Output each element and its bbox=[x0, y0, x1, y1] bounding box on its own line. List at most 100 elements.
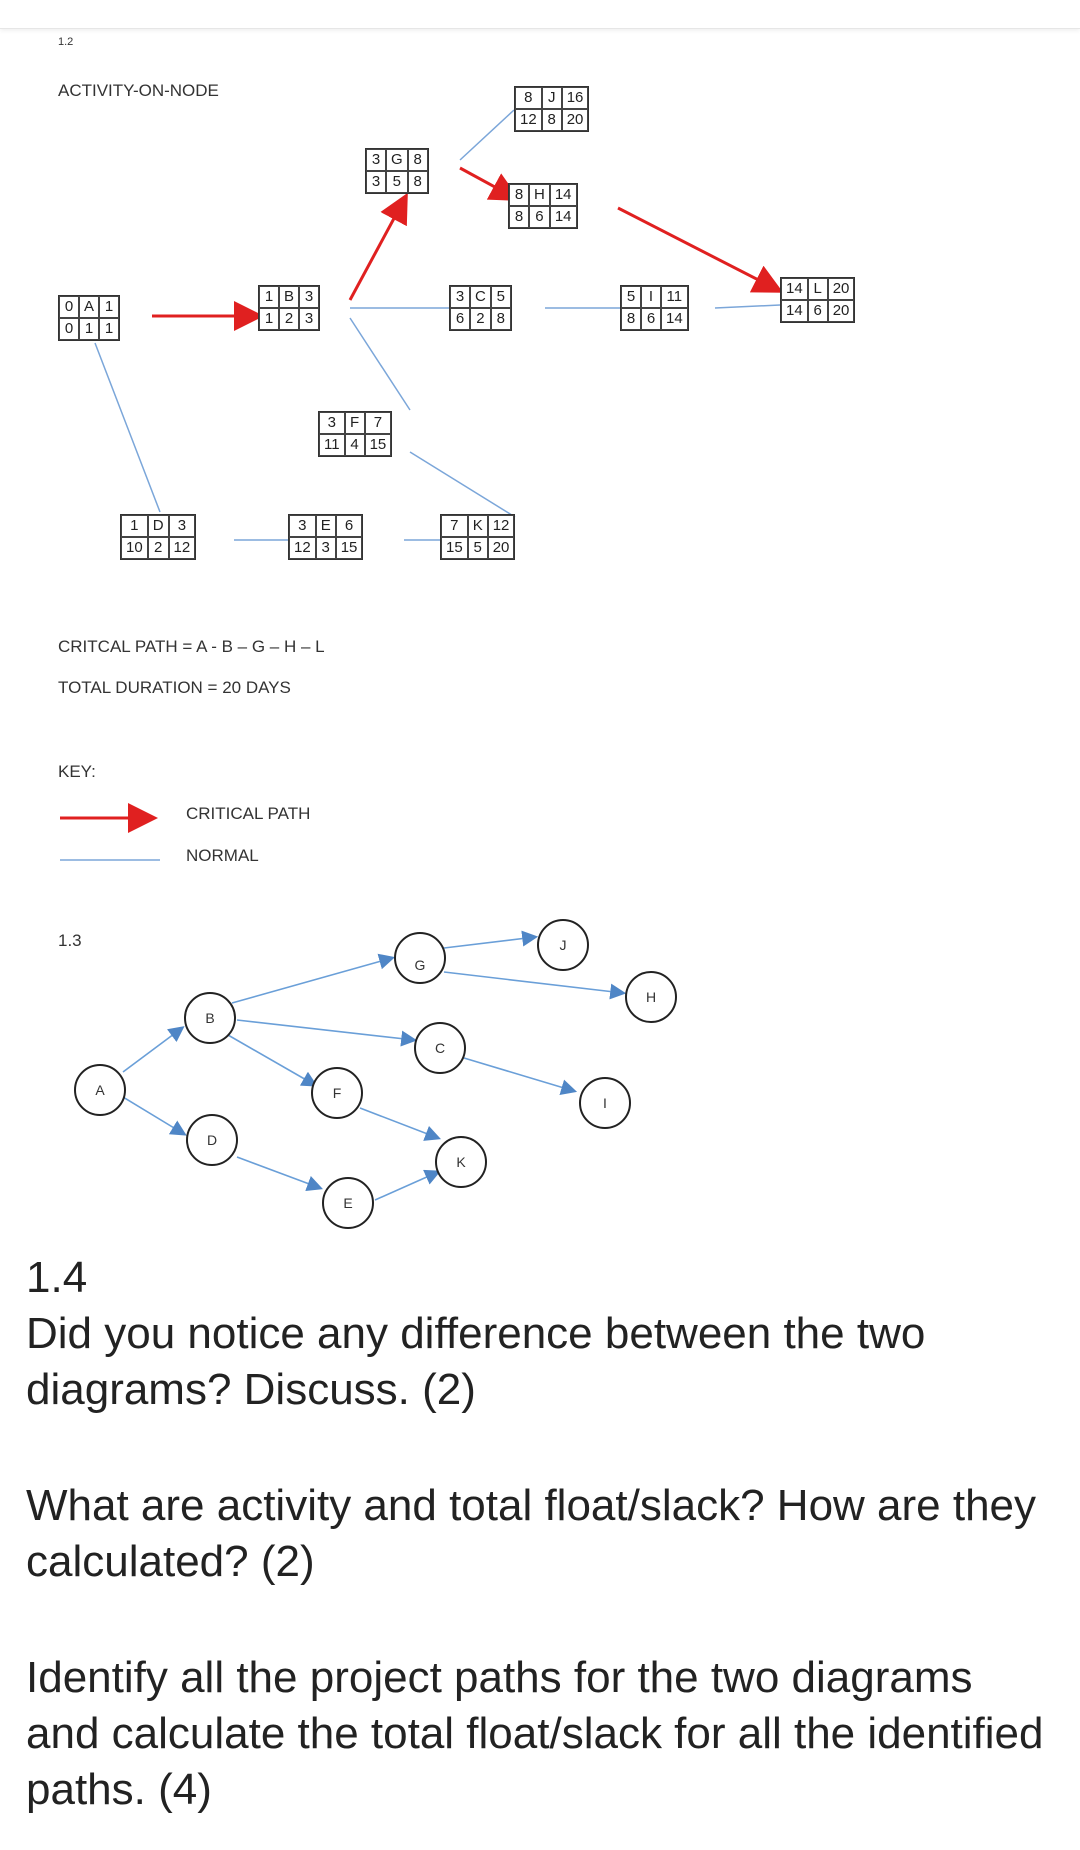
node-cell: 8 bbox=[509, 184, 529, 206]
node-cell: 1 bbox=[121, 515, 148, 537]
aoa-label-g: G bbox=[415, 957, 426, 973]
node-cell: L bbox=[807, 278, 828, 300]
node-cell: E bbox=[315, 515, 336, 537]
aoa-label-b: B bbox=[205, 1010, 214, 1026]
question-number: 1.4 bbox=[26, 1253, 88, 1302]
node-cell: 10 bbox=[121, 537, 148, 559]
node-cell: 6 bbox=[807, 300, 828, 322]
circle-b bbox=[184, 992, 236, 1044]
node-cell: 11 bbox=[319, 434, 345, 456]
node-cell: 3 bbox=[366, 149, 386, 171]
node-cell: 3 bbox=[315, 537, 336, 559]
node-cell: 8 bbox=[407, 149, 428, 171]
node-cell: 16 bbox=[561, 87, 589, 109]
node-cell: 20 bbox=[827, 278, 855, 300]
node-cell: 12 bbox=[168, 537, 196, 559]
node-cell: 20 bbox=[561, 109, 589, 131]
edge-i-l bbox=[714, 304, 781, 309]
node-cell: 12 bbox=[487, 515, 515, 537]
circle-d bbox=[186, 1114, 238, 1166]
node-cell: 20 bbox=[487, 537, 515, 559]
edge-b-f bbox=[349, 317, 411, 411]
question-1: Did you notice any difference between th… bbox=[26, 1309, 926, 1414]
arrow-g-j bbox=[443, 930, 539, 949]
node-cell: 3 bbox=[299, 308, 320, 330]
node-cell: 1 bbox=[99, 296, 120, 318]
node-cell: F bbox=[344, 412, 365, 434]
arrow-f-k bbox=[359, 1107, 441, 1141]
node-cell: K bbox=[467, 515, 488, 537]
aoa-label-c: C bbox=[435, 1040, 445, 1056]
edge-b-g bbox=[348, 192, 408, 301]
arrow-a-b bbox=[122, 1026, 185, 1073]
top-bar bbox=[0, 0, 1080, 29]
node-cell: C bbox=[470, 286, 491, 308]
node-cell: 8 bbox=[515, 87, 542, 109]
circle-c bbox=[414, 1022, 466, 1074]
circle-f bbox=[311, 1067, 363, 1119]
node-cell: 14 bbox=[781, 278, 808, 300]
section-number-13: 1.3 bbox=[58, 931, 82, 950]
node-cell: 5 bbox=[467, 537, 488, 559]
edge-g-h bbox=[459, 166, 521, 201]
edge-f-k bbox=[409, 451, 516, 518]
key-critical-label: CRITICAL PATH bbox=[186, 804, 311, 823]
node-cell: 8 bbox=[541, 109, 562, 131]
arrow-g-h bbox=[443, 971, 627, 1000]
node-cell: 8 bbox=[490, 308, 511, 330]
section-number-top: 1.2 bbox=[58, 36, 74, 48]
arrow-d-e bbox=[236, 1156, 323, 1192]
question-2: What are activity and total float/slack?… bbox=[26, 1481, 1037, 1586]
arrow-b-c bbox=[236, 1019, 418, 1047]
aoa-label-d: D bbox=[207, 1132, 217, 1148]
node-cell: B bbox=[279, 286, 300, 308]
arrow-b-g bbox=[231, 953, 396, 1004]
node-cell: 1 bbox=[79, 318, 100, 340]
node-cell: I bbox=[641, 286, 661, 308]
node-cell: 3 bbox=[319, 412, 345, 434]
node-cell: D bbox=[147, 515, 169, 537]
arrow-a-d bbox=[122, 1096, 187, 1136]
aoa-label-k: K bbox=[456, 1154, 466, 1170]
node-cell: 14 bbox=[781, 300, 808, 322]
key-label: KEY: bbox=[58, 762, 96, 781]
node-cell: 14 bbox=[661, 308, 688, 330]
circle-a bbox=[74, 1064, 126, 1116]
node-cell: 6 bbox=[529, 206, 550, 228]
aoa-label-f: F bbox=[333, 1085, 342, 1101]
circle-i bbox=[579, 1077, 631, 1129]
total-duration-text: TOTAL DURATION = 20 DAYS bbox=[58, 678, 291, 697]
node-cell: H bbox=[529, 184, 550, 206]
node-cell: 15 bbox=[335, 537, 363, 559]
node-cell: 3 bbox=[299, 286, 320, 308]
critical-path-text: CRITCAL PATH = A - B – G – H – L bbox=[58, 637, 325, 656]
arrow-c-i bbox=[463, 1057, 578, 1095]
node-cell: 1 bbox=[259, 308, 279, 330]
node-cell: 1 bbox=[99, 318, 120, 340]
node-cell: 1 bbox=[259, 286, 279, 308]
node-cell: 3 bbox=[289, 515, 316, 537]
key-normal-label: NORMAL bbox=[186, 846, 259, 865]
node-cell: 3 bbox=[168, 515, 196, 537]
circle-j bbox=[537, 919, 589, 971]
aoa-labels: A B D F E G C K J H I bbox=[95, 937, 656, 1211]
node-cell: 3 bbox=[450, 286, 470, 308]
node-cell: 8 bbox=[509, 206, 529, 228]
node-cell: 6 bbox=[450, 308, 470, 330]
aoa-label-h: H bbox=[646, 989, 656, 1005]
aoa-nodes bbox=[74, 919, 677, 1229]
aoa-label-j: J bbox=[560, 937, 567, 953]
node-cell: 7 bbox=[441, 515, 468, 537]
arrow-e-k bbox=[374, 1169, 441, 1201]
node-cell: 3 bbox=[366, 171, 386, 193]
node-cell: 15 bbox=[441, 537, 468, 559]
